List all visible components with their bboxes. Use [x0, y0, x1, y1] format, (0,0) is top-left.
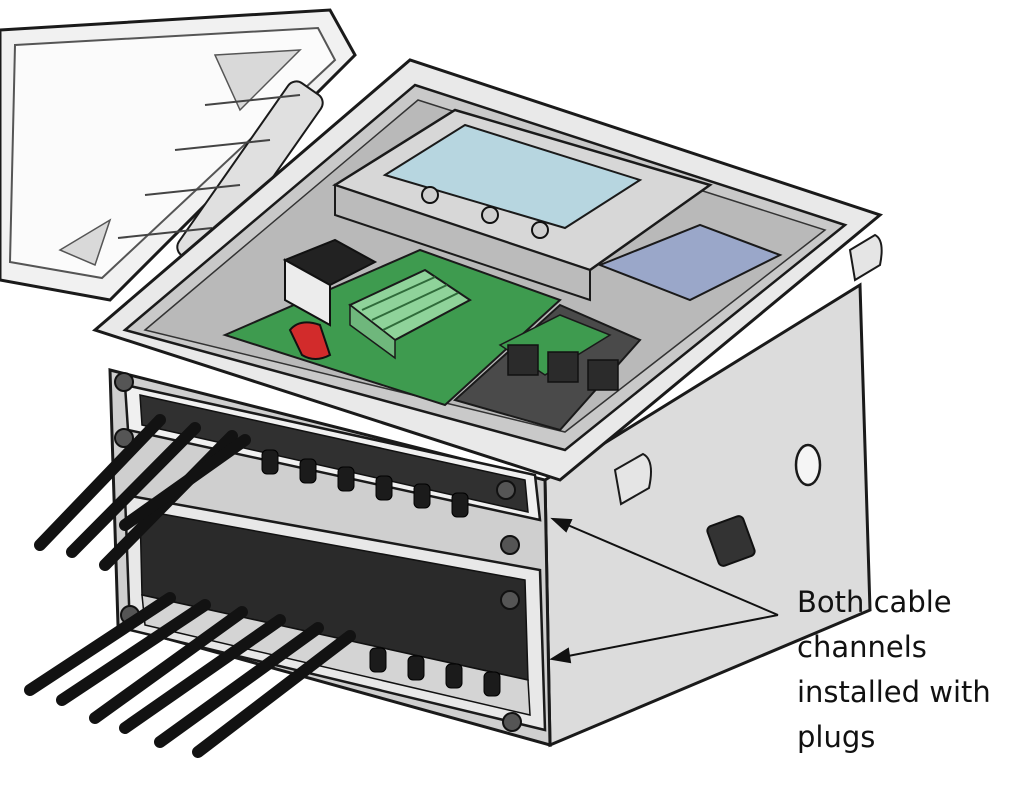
lower-cable-channel	[120, 493, 547, 732]
upper-cable-channel	[114, 372, 542, 555]
terminal-block	[348, 268, 472, 360]
display-button	[531, 221, 549, 239]
display-module	[332, 108, 713, 302]
memory-card-slot	[597, 223, 783, 302]
callout-label: Both cable channels installed with plugs	[797, 585, 991, 754]
ethernet-jack	[282, 238, 378, 327]
display-button	[421, 186, 439, 204]
channel-screw	[500, 535, 520, 555]
enclosure-lid	[0, 8, 357, 302]
cables	[24, 414, 356, 758]
channel-screw	[114, 428, 134, 448]
channel-screw	[496, 480, 516, 500]
sensor-connector	[507, 344, 619, 391]
red-latch	[288, 321, 332, 360]
channel-screw	[114, 372, 134, 392]
channel-plugs	[261, 449, 501, 697]
callout-arrows	[549, 517, 779, 664]
display-button	[481, 206, 499, 224]
channel-screw	[500, 590, 520, 610]
channel-screw	[502, 712, 522, 732]
